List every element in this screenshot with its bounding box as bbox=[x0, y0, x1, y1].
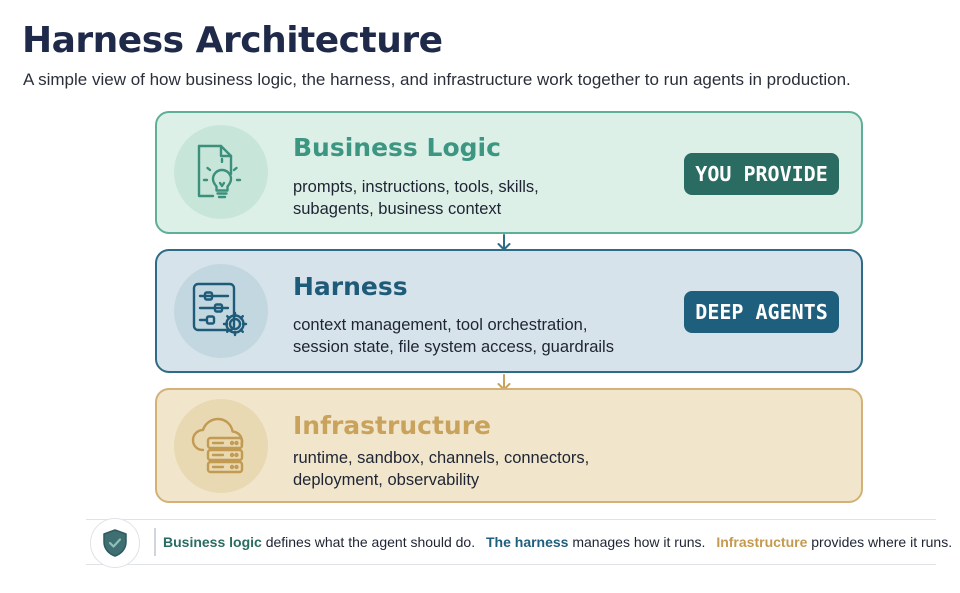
harness-layer: Harness context management, tool orchest… bbox=[155, 249, 863, 373]
business-logic-title: Business Logic bbox=[293, 133, 501, 162]
business-logic-description: prompts, instructions, tools, skills, su… bbox=[293, 176, 539, 220]
business-logic-desc-line-1: prompts, instructions, tools, skills, bbox=[293, 178, 539, 196]
deep-agents-badge: DEEP AGENTS bbox=[684, 291, 839, 333]
harness-desc-line-1: context management, tool orchestration, bbox=[293, 316, 588, 334]
footer-harness-text: manages how it runs. bbox=[572, 534, 706, 550]
harness-description: context management, tool orchestration, … bbox=[293, 314, 614, 358]
you-provide-badge: YOU PROVIDE bbox=[684, 153, 839, 195]
infrastructure-description: runtime, sandbox, channels, connectors, … bbox=[293, 447, 589, 491]
infrastructure-desc-line-2: deployment, observability bbox=[293, 471, 480, 489]
footer-infrastructure-text: provides where it runs. bbox=[811, 534, 953, 550]
shield-check-icon bbox=[90, 518, 140, 568]
infrastructure-layer: Infrastructure runtime, sandbox, channel… bbox=[155, 388, 863, 503]
footer-business-text: defines what the agent should do. bbox=[265, 534, 476, 550]
page-title: Harness Architecture bbox=[22, 20, 443, 61]
footer-business-label: Business logic bbox=[163, 534, 262, 550]
footer-harness-label: The harness bbox=[485, 534, 569, 550]
footer-infrastructure-label: Infrastructure bbox=[716, 534, 808, 550]
cloud-server-icon bbox=[174, 399, 268, 493]
document-lightbulb-icon bbox=[174, 125, 268, 219]
infrastructure-title: Infrastructure bbox=[293, 411, 491, 440]
harness-title: Harness bbox=[293, 272, 408, 301]
page-subtitle: A simple view of how business logic, the… bbox=[23, 70, 851, 89]
footer-divider bbox=[154, 528, 156, 556]
infrastructure-desc-line-1: runtime, sandbox, channels, connectors, bbox=[293, 449, 590, 467]
summary-footer: Business logic defines what the agent sh… bbox=[86, 518, 952, 568]
footer-summary-text: Business logic defines what the agent sh… bbox=[163, 534, 952, 550]
business-logic-desc-line-2: subagents, business context bbox=[293, 200, 502, 218]
business-logic-layer: Business Logic prompts, instructions, to… bbox=[155, 111, 863, 234]
harness-desc-line-2: session state, file system access, guard… bbox=[293, 338, 614, 356]
sliders-gear-icon bbox=[174, 264, 268, 358]
